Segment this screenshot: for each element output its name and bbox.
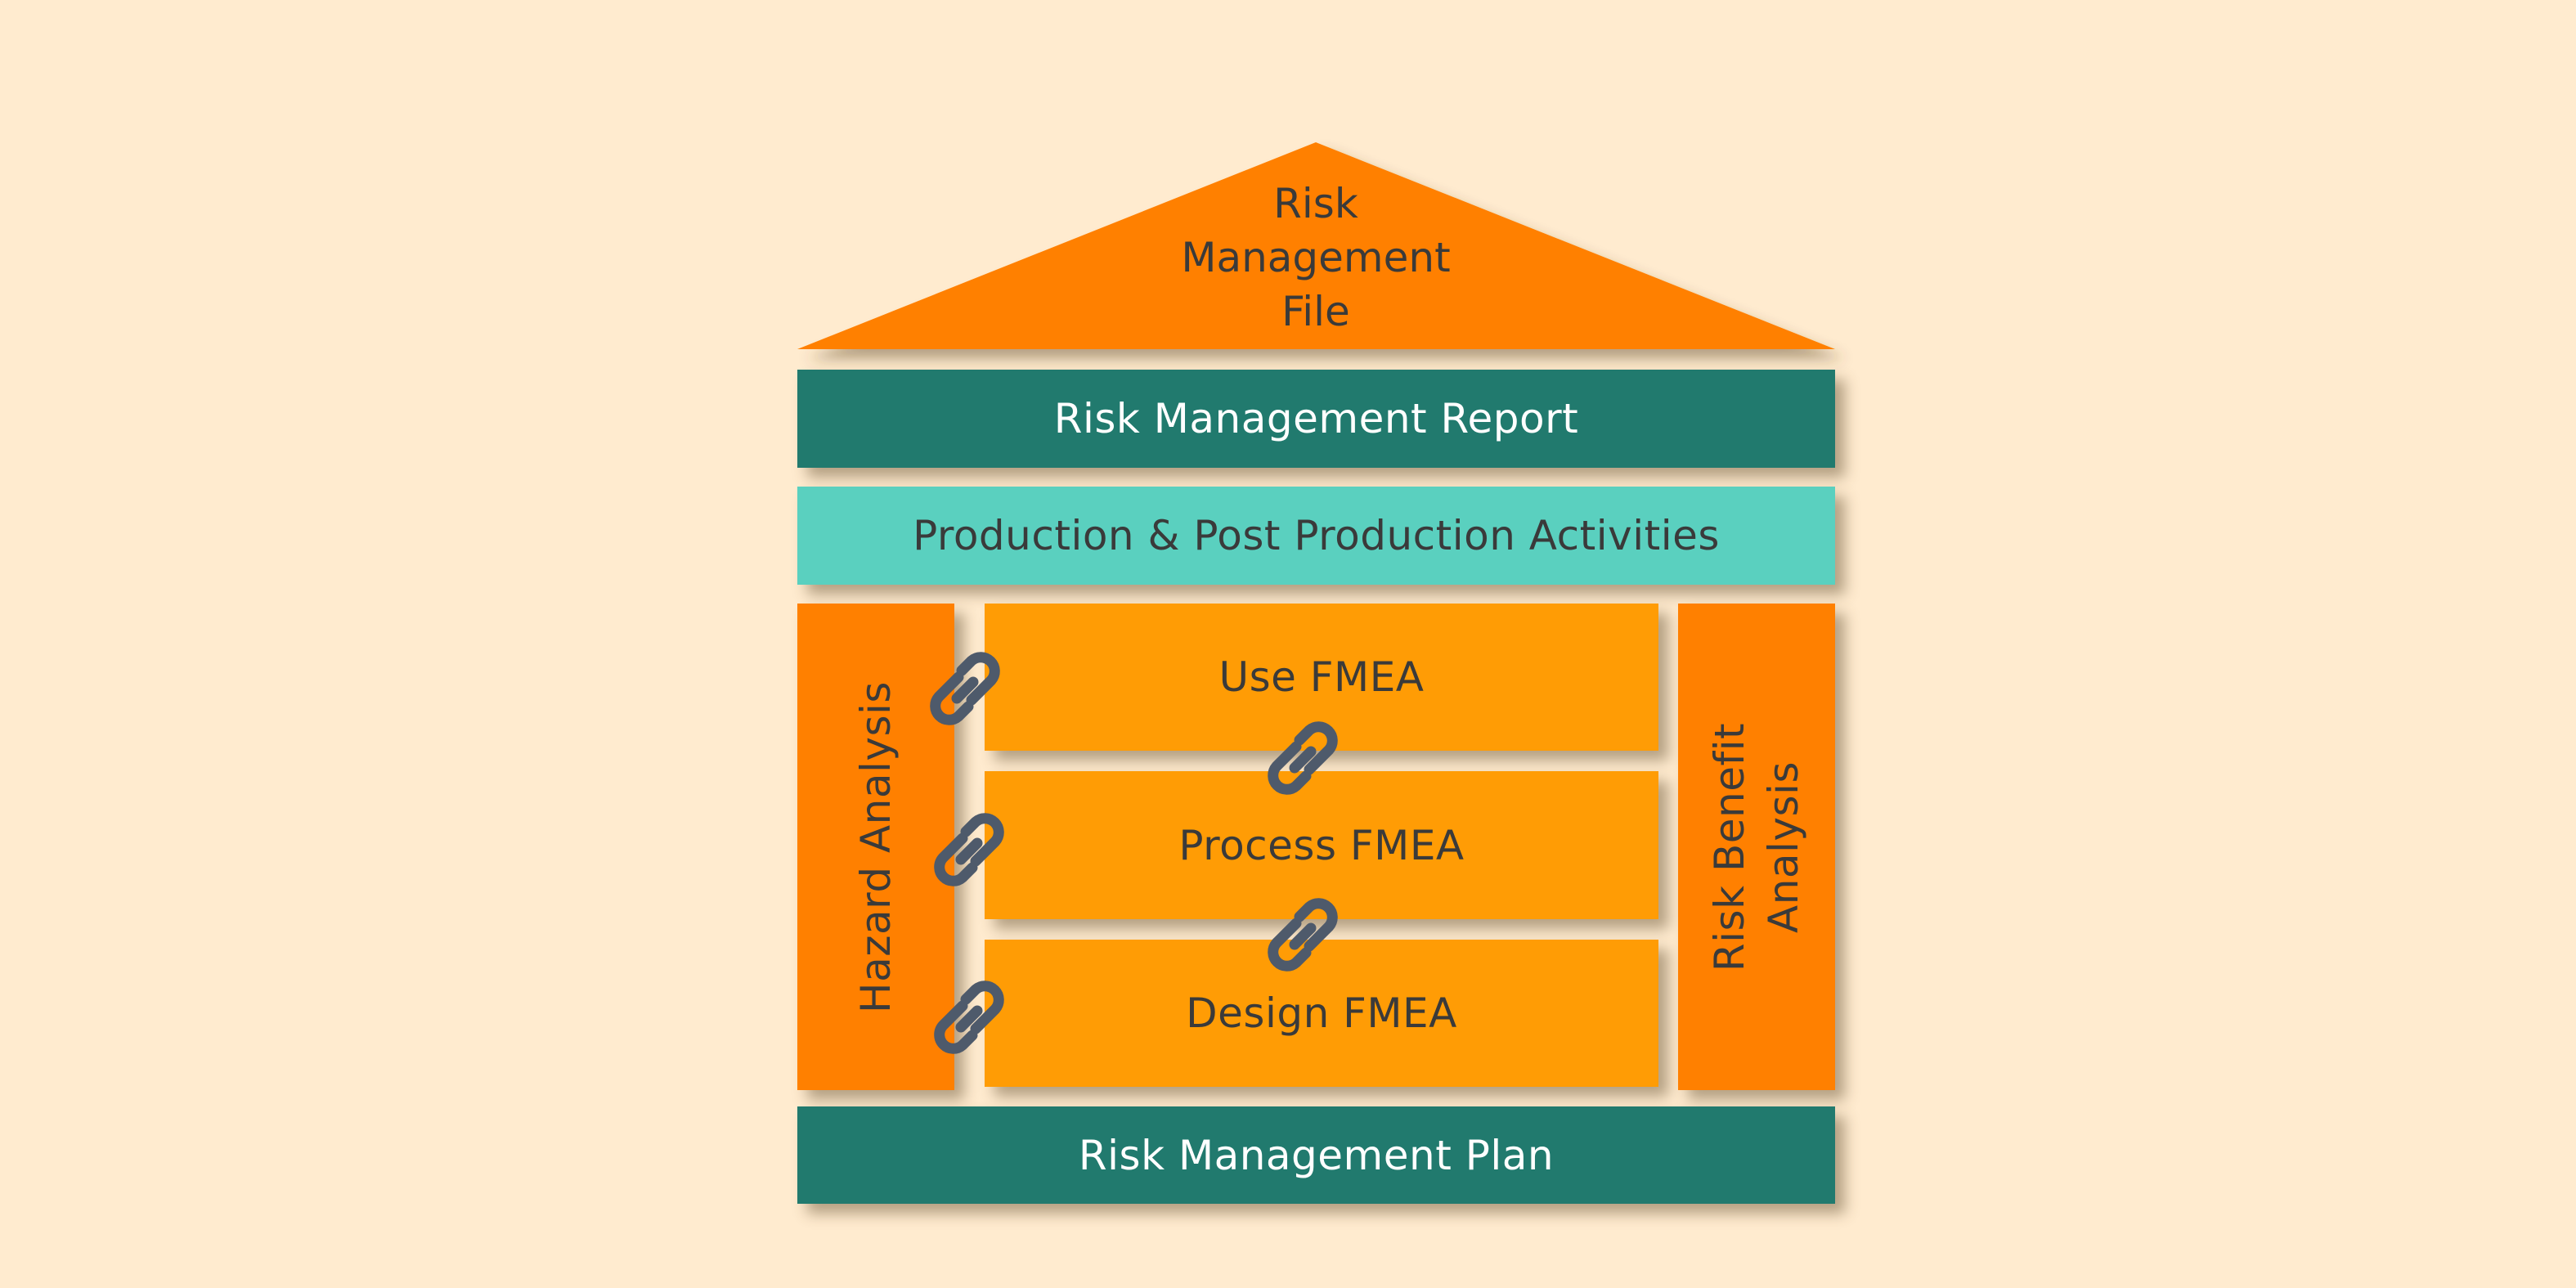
process-fmea-label: Process FMEA bbox=[1178, 821, 1465, 869]
risk-benefit-line: Risk Benefit bbox=[1706, 722, 1753, 972]
chain-link-icon bbox=[1268, 898, 1338, 972]
risk-benefit-label: Risk Benefit Analysis bbox=[1703, 722, 1811, 971]
production-activities-bar: Production & Post Production Activities bbox=[797, 487, 1835, 585]
use-fmea-label: Use FMEA bbox=[1218, 653, 1425, 701]
chain-link-icon bbox=[934, 813, 1004, 886]
report-label: Risk Management Report bbox=[1053, 395, 1579, 442]
plan-label: Risk Management Plan bbox=[1078, 1131, 1555, 1179]
chain-link-icon bbox=[934, 981, 1004, 1054]
risk-benefit-line: Analysis bbox=[1760, 761, 1807, 933]
hazard-analysis-label: Hazard Analysis bbox=[852, 680, 900, 1013]
risk-management-plan-bar: Risk Management Plan bbox=[797, 1106, 1835, 1204]
chain-link-icon bbox=[930, 652, 1000, 725]
design-fmea-label: Design FMEA bbox=[1186, 990, 1457, 1037]
roof-title-line: Management bbox=[1181, 234, 1451, 281]
chain-link-icon bbox=[1268, 721, 1338, 795]
roof-title-line: File bbox=[1281, 288, 1350, 335]
risk-management-file-title: Risk Management File bbox=[1152, 177, 1479, 339]
roof-title-line: Risk bbox=[1273, 180, 1358, 227]
process-fmea-box: Process FMEA bbox=[985, 771, 1658, 919]
hazard-analysis-pillar: Hazard Analysis bbox=[797, 604, 954, 1090]
risk-management-report-bar: Risk Management Report bbox=[797, 370, 1835, 468]
design-fmea-box: Design FMEA bbox=[985, 940, 1658, 1087]
production-label: Production & Post Production Activities bbox=[913, 512, 1720, 559]
risk-benefit-analysis-pillar: Risk Benefit Analysis bbox=[1678, 604, 1835, 1090]
